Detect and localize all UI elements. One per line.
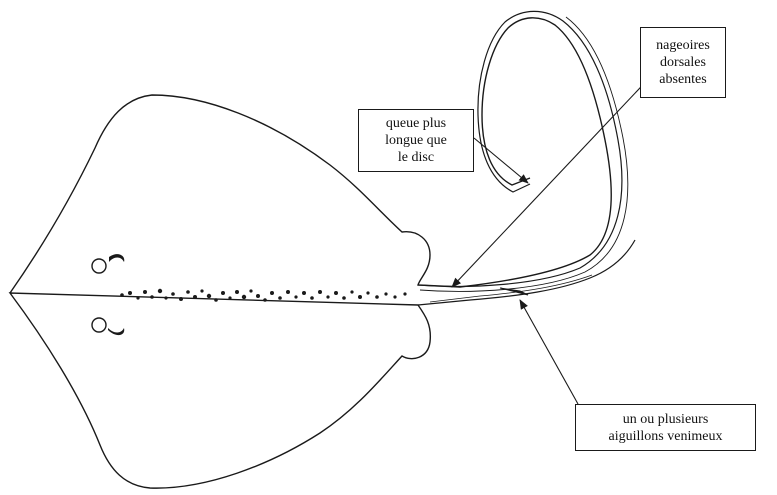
tail-lower-edge (418, 240, 635, 305)
dorsal-fins-absent-label: nageoires dorsales absentes (640, 27, 726, 98)
ray-disc-body (10, 18, 611, 488)
spine-arrow (520, 300, 578, 404)
dorsal-tubercles (120, 289, 406, 302)
venomous-spine (500, 288, 528, 295)
eye-lower (92, 318, 124, 335)
eye-upper (92, 254, 124, 273)
venomous-spines-label: un ou plusieurs aiguillons venimeux (575, 404, 756, 451)
tail-length-label: queue plus longue que le disc (358, 109, 474, 172)
